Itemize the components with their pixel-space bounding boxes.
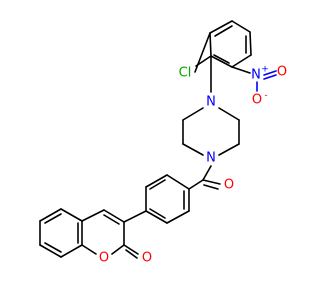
piperazine-n-bottom-label: N — [206, 151, 216, 166]
lactone-o-label: O — [142, 251, 152, 266]
lactone-c-o-bond — [123, 244, 139, 255]
carbonyl-aryl-bond — [188, 179, 204, 190]
nitro-o-label: O — [252, 93, 262, 108]
coumarin-benzo-ring — [39, 208, 83, 258]
nitro-plus-label: + — [261, 65, 269, 75]
molecule-structure-diagram: Cl N + O - O N N O — [39, 20, 287, 266]
ring-oxygen-label: O — [99, 251, 109, 266]
piperazine-n-top-label: N — [206, 95, 216, 110]
carbonyl-o-label: O — [224, 178, 234, 193]
lactone-c-o-double — [125, 249, 138, 259]
piperazine-ring — [182, 107, 240, 156]
aryl-coumarin-bond — [123, 210, 147, 223]
n-carbonyl-bond — [202, 165, 212, 181]
nitro-o-minus-label: - — [264, 91, 267, 101]
carbonyl-c-o-bond — [202, 179, 221, 185]
nitro-n-o-double-bond — [263, 70, 277, 76]
chlorine-label: Cl — [179, 66, 192, 81]
c-nitro-bond — [231, 66, 251, 74]
molecule-canvas: Cl N + O - O N N O — [39, 20, 287, 266]
nitro-o2-label: O — [277, 65, 287, 80]
nitro-n-label: N — [251, 68, 261, 83]
c-cl-bond — [195, 55, 212, 67]
nitro-n-o-double-bond-2 — [263, 74, 277, 80]
carbonyl-c-o-double — [203, 184, 219, 190]
central-benzene-ring — [145, 174, 190, 224]
coumarin-pyranone-ring — [81, 209, 125, 255]
chloronitrophenyl-ring — [209, 20, 252, 68]
